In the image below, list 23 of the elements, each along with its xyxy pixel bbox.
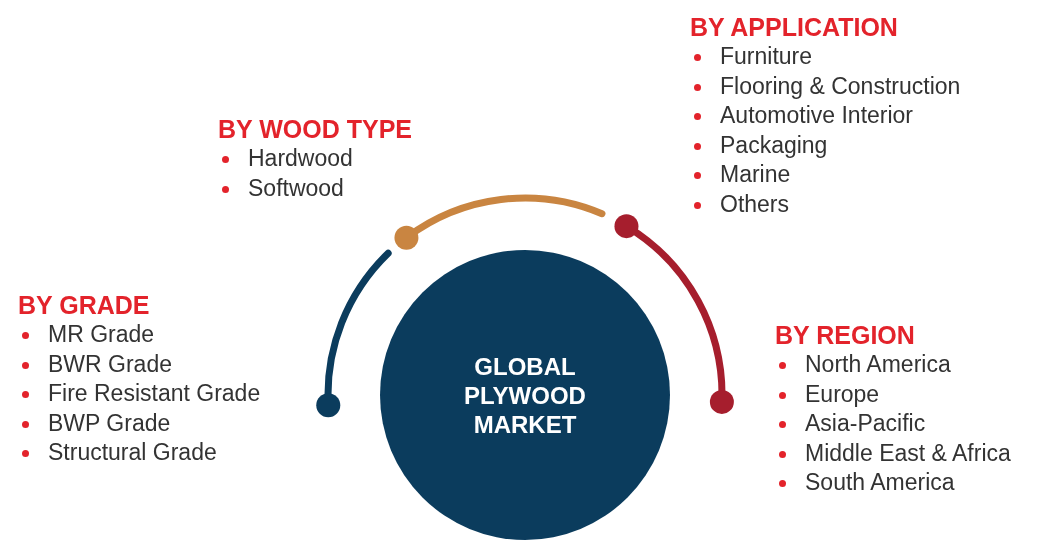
list-item: Structural Grade — [48, 439, 217, 465]
segment-heading: BY WOOD TYPE — [218, 114, 412, 144]
list-item: Hardwood — [248, 145, 353, 171]
list-item: Middle East & Africa — [805, 439, 1011, 466]
list-item: Others — [720, 190, 790, 217]
list-item: BWP Grade — [48, 409, 171, 436]
list-item: South America — [805, 469, 955, 495]
list-item: Fire Resistant Grade — [48, 380, 261, 406]
list-item: MR Grade — [48, 321, 155, 347]
list-item: Furniture — [720, 43, 813, 69]
segment-heading: BY APPLICATION — [690, 12, 899, 42]
segment-heading: BY REGION — [775, 320, 916, 350]
list-item: North America — [805, 351, 951, 377]
circle-title: GLOBAL PLYWOOD MARKET — [463, 351, 587, 439]
list-item: Softwood — [248, 174, 344, 201]
list-item: Automotive Interior — [720, 102, 914, 128]
segment-heading: BY GRADE — [18, 290, 151, 320]
list-item: Asia-Pacific — [805, 410, 926, 436]
list-item: BWR Grade — [48, 350, 172, 377]
list-item: Packaging — [720, 131, 828, 158]
list-item: Europe — [805, 380, 880, 407]
list-item: Marine — [720, 161, 791, 187]
list-item: Flooring & Construction — [720, 72, 961, 99]
